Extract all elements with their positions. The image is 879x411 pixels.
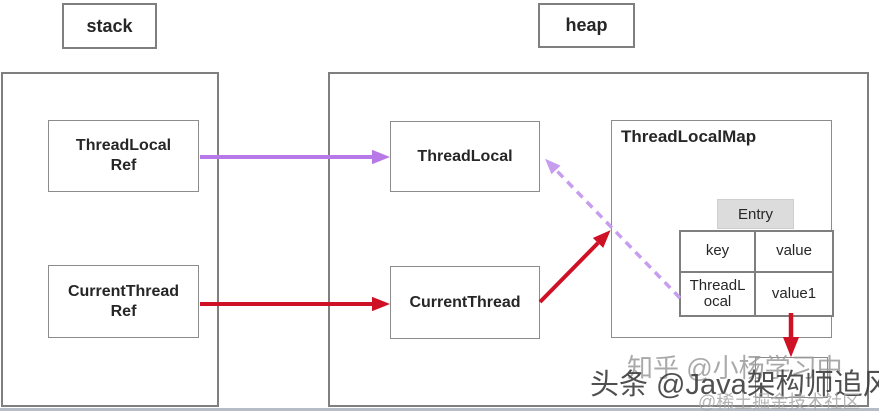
entry-badge: Entry (717, 199, 794, 229)
value-target-box (755, 357, 828, 398)
currentthread-ref-box: CurrentThread Ref (48, 265, 199, 338)
stack-title-box: stack (62, 3, 157, 49)
bottom-edge-strip (0, 408, 879, 411)
entry-table: key value ThreadL ocal value1 (679, 230, 834, 317)
threadlocalmap-title: ThreadLocalMap (621, 127, 757, 146)
entry-table-header-value: value (756, 232, 832, 271)
stack-title: stack (86, 15, 133, 36)
heap-title: heap (565, 15, 608, 35)
entry-table-cell-value: value1 (756, 273, 832, 315)
threadlocal-ref-box: ThreadLocal Ref (48, 120, 199, 192)
entry-table-cell-key: ThreadL ocal (681, 273, 754, 315)
entry-table-header-key: key (681, 232, 754, 271)
threadlocal-box: ThreadLocal (390, 121, 540, 192)
entry-label: Entry (737, 205, 773, 223)
heap-title-box: heap (538, 3, 635, 48)
currentthread-box: CurrentThread (390, 266, 540, 339)
